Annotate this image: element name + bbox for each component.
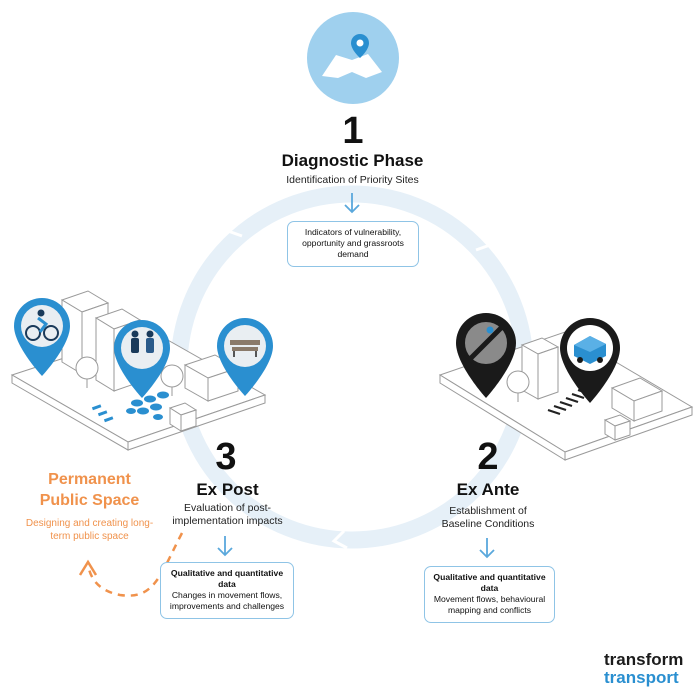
phase3-box-heading: Qualitative and quantitative data xyxy=(170,568,284,589)
down-arrow-icon xyxy=(217,536,233,557)
down-arrow-icon xyxy=(344,193,360,214)
bench-pin-icon xyxy=(217,318,273,396)
phase2-title: Ex Ante xyxy=(456,480,520,499)
logo-line1: transform xyxy=(604,650,684,669)
cycle-arrow-icon xyxy=(475,231,493,252)
phase1-subtitle: Identification of Priority Sites xyxy=(286,174,419,186)
phase2-box-text: Movement flows, behavioural mapping and … xyxy=(433,594,546,615)
cycle-arrow-icon xyxy=(331,529,348,550)
crosswalk-marking xyxy=(91,391,169,423)
permanent-subtitle: Designing and creating long-term public … xyxy=(25,518,154,542)
no-cycling-pin-icon xyxy=(456,313,516,398)
phase1-number: 1 xyxy=(342,110,364,152)
phase3-number: 3 xyxy=(215,436,237,478)
orange-arrow-icon xyxy=(78,559,98,576)
cycle-arrow-icon xyxy=(225,217,243,238)
vehicle-pin-icon xyxy=(560,318,620,403)
down-arrow-icon xyxy=(479,538,495,559)
phase2-data-box: Qualitative and quantitative data Moveme… xyxy=(424,566,555,623)
cyclist-pin-icon xyxy=(14,298,70,376)
phase1-box-text: Indicators of vulnerability, opportunity… xyxy=(302,227,404,259)
permanent-title: Permanent Public Space xyxy=(39,471,140,509)
phase2-box-heading: Qualitative and quantitative data xyxy=(433,572,546,593)
pedestrians-pin-icon xyxy=(114,320,170,398)
transform-transport-logo: transform transport xyxy=(604,651,696,687)
phase1-indicators-box: Indicators of vulnerability, opportunity… xyxy=(287,221,419,267)
phase2-subtitle: Establishment of Baseline Conditions xyxy=(441,505,535,530)
phase3-data-box: Qualitative and quantitative data Change… xyxy=(160,562,294,619)
phase2-number: 2 xyxy=(477,436,499,478)
map-pin-icon xyxy=(307,12,399,104)
logo-line2: transport xyxy=(604,668,679,687)
permanent-path-arrow xyxy=(86,532,184,597)
phase3-box-text: Changes in movement flows, improvements … xyxy=(169,590,285,611)
phase3-subtitle: Evaluation of post-implementation impact… xyxy=(172,502,283,527)
phase1-title: Diagnostic Phase xyxy=(281,151,424,170)
phase3-title: Ex Post xyxy=(196,480,259,499)
